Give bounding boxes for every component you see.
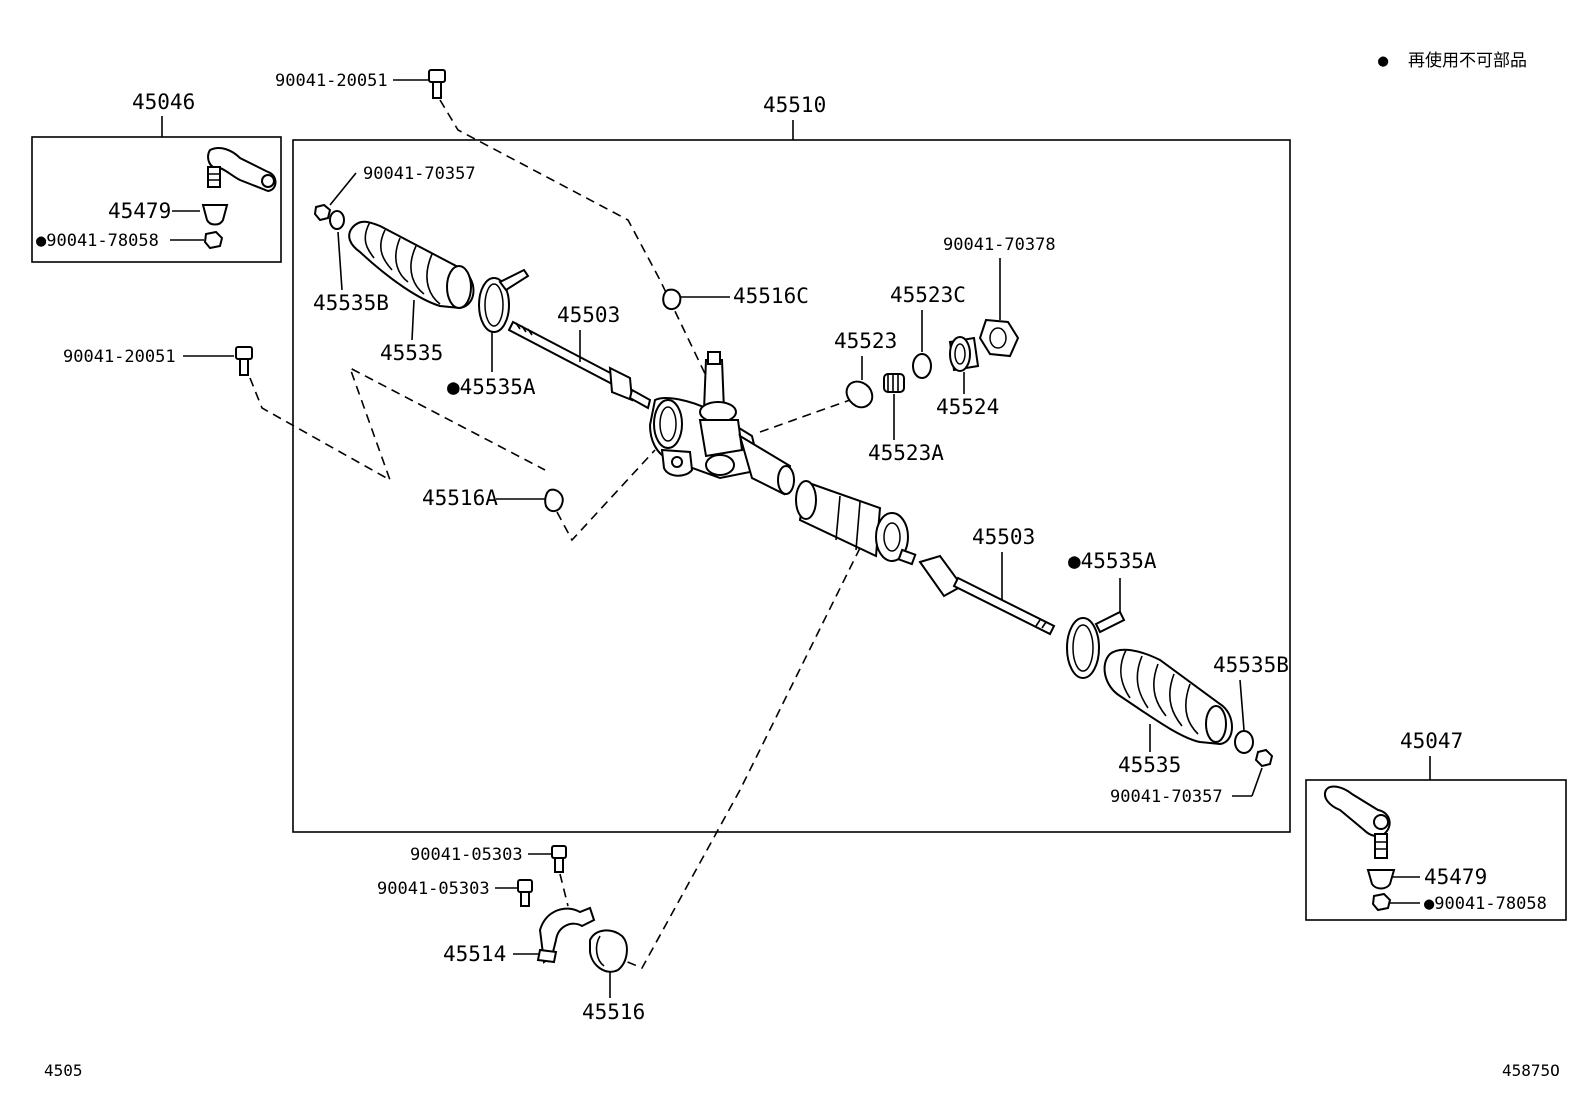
callout-45046[interactable]: 45046 [132, 90, 195, 114]
callout-45535-right[interactable]: 45535 [1118, 753, 1181, 777]
grommet-a-part [544, 488, 564, 512]
callout-bolt-05303-b[interactable]: 90041-05303 [377, 879, 490, 899]
clip-nut-right-part [1254, 748, 1274, 768]
callout-45479-lh[interactable]: 45479 [108, 199, 171, 223]
boot-left-part [348, 220, 475, 310]
dust-cover-rh-part [1366, 869, 1396, 890]
grommet-c-part [662, 288, 682, 310]
footer-left-code: 4505 [44, 1061, 83, 1080]
nut-rh-part [1371, 892, 1392, 912]
spring-cap-c-part [912, 353, 932, 379]
callout-45523[interactable]: 45523 [834, 329, 897, 353]
callout-45516C[interactable]: 45516C [733, 284, 809, 308]
tie-rod-end-lh-box [31, 136, 282, 263]
dash-housing-to-guide [759, 399, 851, 433]
dash-bolt-top-to-housing [439, 99, 709, 381]
leader-45535-left [411, 299, 415, 341]
bolt-05303-b-part [517, 879, 533, 907]
leader-clip-right-2 [1251, 767, 1263, 797]
legend-non-reusable-text: 再使用不可部品 [1408, 50, 1527, 71]
assembly-45510-box [292, 139, 1291, 833]
callout-45516A[interactable]: 45516A [422, 486, 498, 510]
grommet-45516-part [589, 929, 628, 973]
callout-45516[interactable]: 45516 [582, 1000, 645, 1024]
callout-45523C[interactable]: 45523C [890, 283, 966, 307]
clip-b-right-part [1234, 730, 1254, 754]
tie-rod-end-rh-part [1324, 785, 1391, 859]
tie-rod-right-part [918, 554, 1056, 636]
callout-45535B-left[interactable]: 45535B [313, 291, 389, 315]
callout-bolt-left[interactable]: 90041-20051 [63, 347, 176, 367]
leader-45535B-right [1239, 679, 1245, 731]
callout-nut-rh[interactable]: ●90041-78058 [1424, 894, 1547, 914]
leader-clip-left [329, 172, 357, 206]
tie-rod-end-rh-box [1305, 779, 1567, 921]
dash-grommet-a-to-housing [556, 449, 656, 542]
nut-lh-part [203, 230, 224, 250]
callout-45535A-left[interactable]: ●45535A [447, 375, 536, 399]
callout-45514[interactable]: 45514 [443, 942, 506, 966]
callout-nut-lh[interactable]: ●90041-78058 [36, 231, 159, 251]
dash-bolt-05303-a [559, 873, 569, 907]
bolt-top-part [428, 69, 446, 99]
bolt-left-part [235, 346, 253, 376]
clip-b-left-part [329, 210, 345, 230]
callout-bolt-05303-a[interactable]: 90041-05303 [410, 845, 523, 865]
callout-45524[interactable]: 45524 [936, 395, 999, 419]
footer-right-code: 45875O [1502, 1061, 1560, 1080]
bolt-05303-a-part [551, 845, 567, 873]
clamp-a-left-part [478, 268, 530, 333]
bracket-45514-part [536, 906, 596, 964]
callout-45047[interactable]: 45047 [1400, 729, 1463, 753]
callout-clip-left[interactable]: 90041-70357 [363, 164, 476, 184]
rack-guide-part [845, 380, 874, 409]
clip-left-part [313, 203, 332, 222]
callout-45535A-right[interactable]: ●45535A [1068, 549, 1157, 573]
adjusting-screw-45524-part [948, 336, 980, 372]
tie-rod-left-part [507, 320, 652, 410]
callout-45503-left[interactable]: 45503 [557, 303, 620, 327]
callout-45523A[interactable]: 45523A [868, 441, 944, 465]
callout-45510[interactable]: 45510 [763, 93, 826, 117]
callout-45479-rh[interactable]: 45479 [1424, 865, 1487, 889]
legend-bullet: ● [1378, 51, 1389, 71]
callout-45535B-right[interactable]: 45535B [1213, 653, 1289, 677]
callout-clip-right[interactable]: 90041-70357 [1110, 787, 1223, 807]
callout-lock-nut[interactable]: 90041-70378 [943, 235, 1056, 255]
dust-cover-lh-part [201, 204, 229, 226]
callout-45503-right[interactable]: 45503 [972, 525, 1035, 549]
boot-right-part [1103, 648, 1233, 746]
dash-rack-to-grommet [617, 547, 861, 970]
tie-rod-end-lh-part [207, 147, 277, 193]
gear-housing-part [648, 351, 917, 566]
lock-nut-hole [989, 327, 1007, 349]
callout-45535-left[interactable]: 45535 [380, 341, 443, 365]
callout-bolt-top[interactable]: 90041-20051 [275, 71, 388, 91]
clamp-a-right-part [1066, 610, 1126, 679]
dash-bolt-left [249, 366, 546, 482]
spring-45523A-part [883, 373, 905, 393]
leader-45535B-left [337, 231, 343, 291]
